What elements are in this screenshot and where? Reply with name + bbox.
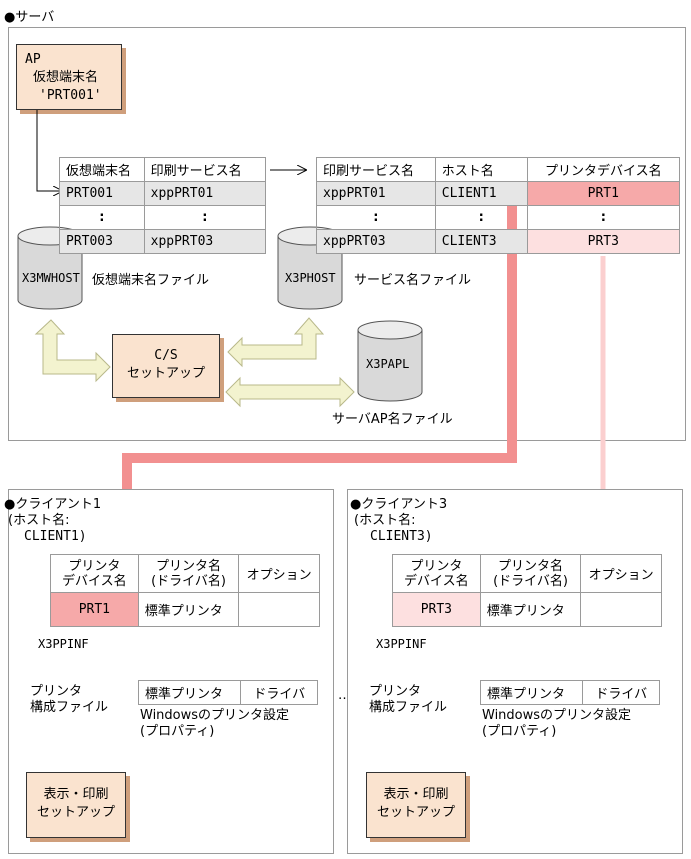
client3-h-device-a: プリンタ xyxy=(410,558,463,574)
client1-h-device-b: デバイス名 xyxy=(62,573,127,589)
mwhost-cs-link-arrow xyxy=(34,319,111,383)
client1-db-name: X3PPINF xyxy=(38,637,89,651)
cs-setup-line2: セットアップ xyxy=(126,366,205,381)
client1-win-printer: 標準プリンタ xyxy=(137,680,242,705)
client1-device-cell: PRT1 xyxy=(50,592,139,627)
client3-win-caption2: (プロパティ) xyxy=(482,724,557,739)
ap-label: AP xyxy=(25,52,41,67)
x3papl-db-name: X3PAPL xyxy=(366,357,410,371)
client3-h-device-b: デバイス名 xyxy=(404,573,469,589)
x3mwhost-db-name: X3MWHOST xyxy=(22,271,80,285)
vt-dots-1: : xyxy=(59,205,145,230)
virtual-terminal-table: 仮想端末名 印刷サービス名 PRT001 xppPRT01 : : PRT003… xyxy=(59,157,267,254)
client1-setup-line2: セットアップ xyxy=(36,805,115,820)
client3-db-label2: 構成ファイル xyxy=(369,700,448,715)
ap-to-terminal-connector xyxy=(36,110,62,191)
client3-setup-line1: 表示・印刷 xyxy=(383,787,449,802)
client3-option-cell xyxy=(580,592,662,627)
svc-dots-3: : xyxy=(526,205,681,230)
client3-db-label1: プリンタ xyxy=(369,684,422,699)
cs-papl-link-arrow xyxy=(225,376,355,408)
vt-row2-terminal: PRT003 xyxy=(59,229,145,254)
client1-host-line1: (ホスト名: xyxy=(8,513,70,528)
client1-h-device-a: プリンタ xyxy=(68,558,121,574)
vt-dots-2: : xyxy=(143,205,267,230)
client1-h-printer-b: (ドライバ名) xyxy=(151,573,226,589)
client1-option-cell xyxy=(238,592,320,627)
svc-dots-1: : xyxy=(316,205,436,230)
client3-host-line1: (ホスト名: xyxy=(354,513,416,528)
client3-win-driver: ドライバ xyxy=(582,680,660,705)
svc-row2-service: xppPRT03 xyxy=(316,229,436,254)
client3-printer-table: プリンタ デバイス名 プリンタ名 (ドライバ名) オプション PRT3 標準プリ… xyxy=(392,554,662,627)
svc-header-device: プリンタデバイス名 xyxy=(526,157,681,182)
client1-db-label1: プリンタ xyxy=(30,684,83,699)
vt-row2-service: xppPRT03 xyxy=(143,229,267,254)
svc-header-host: ホスト名 xyxy=(434,157,528,182)
x3papl-file-label: サーバAP名ファイル xyxy=(332,412,453,427)
ap-box: AP 仮想端末名 'PRT001' xyxy=(16,44,122,110)
client1-win-caption1: Windowsのプリンタ設定 xyxy=(140,708,290,723)
client3-setup-box: 表示・印刷 セットアップ xyxy=(366,772,466,838)
client3-device-cell: PRT3 xyxy=(392,592,481,627)
client1-h-printer-a: プリンタ名 xyxy=(156,558,222,574)
x3phost-file-label: サービス名ファイル xyxy=(354,273,472,288)
client3-windows-settings: 標準プリンタ ドライバ xyxy=(479,680,660,705)
svc-row1-host: CLIENT1 xyxy=(434,181,528,206)
prt3-route-arrow xyxy=(477,256,606,523)
ap-terminal-value: 'PRT001' xyxy=(39,88,102,103)
vt-header-name: 仮想端末名 xyxy=(59,157,145,182)
client1-host-line2: CLIENT1) xyxy=(24,529,87,544)
x3phost-db-name: X3PHOST xyxy=(285,271,336,285)
client1-db-label2: 構成ファイル xyxy=(30,700,109,715)
x3mwhost-file-label: 仮想端末名ファイル xyxy=(92,273,210,288)
vt-header-service: 印刷サービス名 xyxy=(143,157,267,182)
client1-printer-table: プリンタ デバイス名 プリンタ名 (ドライバ名) オプション PRT1 標準プリ… xyxy=(50,554,320,627)
cs-setup-box: C/S セットアップ xyxy=(112,334,220,398)
server-title: ●サーバ xyxy=(4,10,55,25)
x3papl-db-icon xyxy=(357,320,423,402)
client3-win-caption1: Windowsのプリンタ設定 xyxy=(482,708,632,723)
vt-row1-service: xppPRT01 xyxy=(143,181,267,206)
svc-row1-service: xppPRT01 xyxy=(316,181,436,206)
svc-row2-host: CLIENT3 xyxy=(434,229,528,254)
vt-row1-terminal: PRT001 xyxy=(59,181,145,206)
client1-windows-settings: 標準プリンタ ドライバ xyxy=(137,680,318,705)
service-table: 印刷サービス名 ホスト名 プリンタデバイス名 xppPRT01 CLIENT1 … xyxy=(316,157,681,254)
client3-h-option: オプション xyxy=(580,554,662,593)
client3-host-line2: CLIENT3) xyxy=(370,529,433,544)
client1-setup-box: 表示・印刷 セットアップ xyxy=(26,772,126,838)
client3-printer-cell: 標準プリンタ xyxy=(479,592,582,627)
client3-win-printer: 標準プリンタ xyxy=(479,680,584,705)
client1-setup-line1: 表示・印刷 xyxy=(43,787,109,802)
svc-header-service: 印刷サービス名 xyxy=(316,157,436,182)
client1-win-driver: ドライバ xyxy=(240,680,318,705)
svc-row1-device: PRT1 xyxy=(526,181,681,206)
client1-h-option: オプション xyxy=(238,554,320,593)
client3-db-name: X3PPINF xyxy=(376,637,427,651)
cs-phost-link-arrow xyxy=(227,317,325,368)
client3-setup-line2: セットアップ xyxy=(376,805,455,820)
cs-setup-line1: C/S xyxy=(154,348,178,363)
client1-win-caption2: (プロパティ) xyxy=(140,724,215,739)
client1-printer-cell: 標準プリンタ xyxy=(137,592,240,627)
client3-title: ●クライアント3 xyxy=(350,497,448,512)
client3-h-printer-a: プリンタ名 xyxy=(498,558,564,574)
svc-dots-2: : xyxy=(434,205,528,230)
client1-title: ●クライアント1 xyxy=(4,497,102,512)
svc-row2-device: PRT3 xyxy=(526,229,681,254)
client3-h-printer-b: (ドライバ名) xyxy=(493,573,568,589)
ap-virtual-terminal-label: 仮想端末名 xyxy=(33,70,99,85)
